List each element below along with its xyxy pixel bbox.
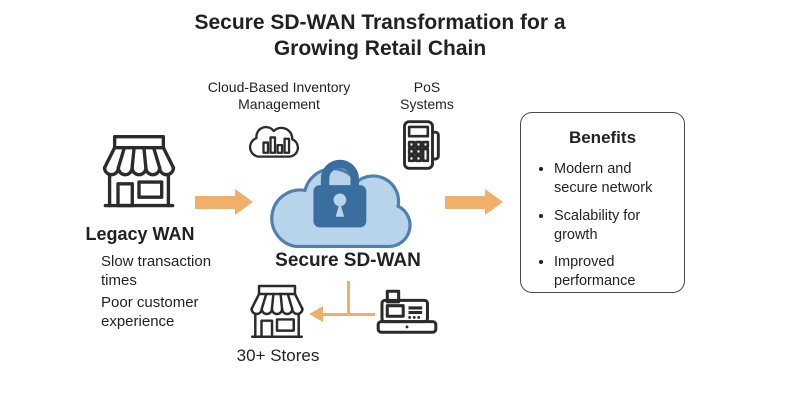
card-terminal-icon — [403, 120, 440, 170]
cash-register-icon — [376, 289, 438, 334]
arrow-right-icon — [195, 189, 253, 215]
arrow-head — [485, 189, 503, 215]
storefront-icon — [97, 130, 181, 214]
inventory-label: Cloud-Based Inventory Management — [207, 79, 351, 112]
arrow-shaft — [445, 195, 485, 209]
legacy-pain-point: Poor customer experience — [101, 294, 199, 330]
connector-vertical-line — [347, 281, 350, 315]
benefit-item: Modern and secure network — [554, 160, 678, 198]
benefits-panel: Benefits Modern and secure network Scala… — [520, 112, 685, 293]
legacy-pain-point: Slow transaction times — [101, 253, 212, 289]
cloud-bar-chart-icon — [248, 125, 299, 158]
sdwan-label: Secure SD-WAN — [275, 250, 421, 271]
page-title: Secure SD-WAN Transformation for a Growi… — [194, 11, 566, 60]
stores-count-label: 30+ Stores — [236, 346, 320, 365]
pos-label: PoS Systems — [400, 79, 454, 112]
arrow-right-icon — [445, 189, 503, 215]
benefit-item: Scalability for growth — [554, 207, 678, 245]
benefit-item: Improved performance — [554, 253, 678, 291]
lock-icon — [313, 159, 367, 228]
legacy-wan-label: Legacy WAN — [85, 224, 195, 244]
storefront-icon — [246, 281, 308, 343]
arrow-shaft — [195, 195, 235, 209]
connector-horizontal-line — [322, 313, 375, 316]
cloud-padlock-icon — [270, 159, 412, 249]
benefits-list: Modern and secure network Scalability fo… — [521, 160, 678, 291]
arrow-head — [235, 189, 253, 215]
benefits-title: Benefits — [568, 128, 637, 147]
arrow-left-head — [309, 306, 323, 322]
